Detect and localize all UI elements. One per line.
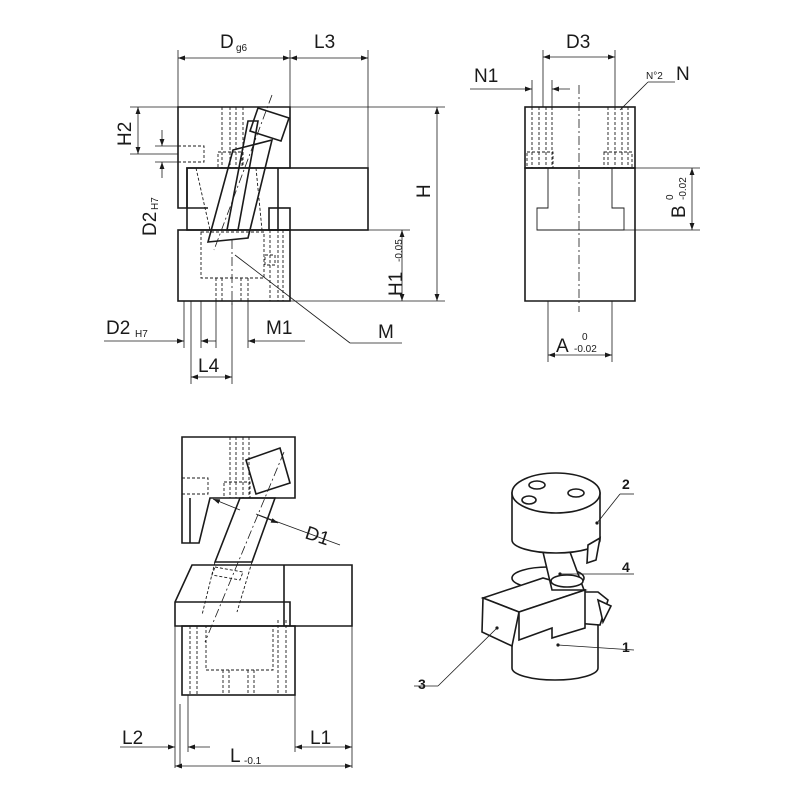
callout-3: 3 [418, 676, 426, 692]
pin-open [213, 497, 277, 563]
label-d1: D1 [302, 523, 332, 550]
front-view-dimensions [104, 50, 445, 384]
label-l-tol: -0.1 [244, 756, 262, 767]
label-d2-left-sub: H7 [150, 197, 161, 210]
key-slot [268, 207, 291, 231]
side-body [524, 167, 636, 302]
label-a-tol-lower: -0.02 [574, 344, 597, 355]
label-d: D [220, 32, 234, 53]
open-view [174, 436, 353, 696]
label-l: L [230, 746, 241, 767]
label-d2-left: D2 [140, 212, 161, 236]
label-l3: L3 [314, 32, 335, 53]
slide-block-open [174, 564, 353, 627]
label-d2-bottom-sub: H7 [135, 329, 148, 340]
label-l4: L4 [198, 356, 220, 377]
label-m1: M1 [266, 318, 292, 339]
label-n: N [676, 64, 690, 85]
callout-4: 4 [622, 559, 630, 575]
dimension-labels: D g6 L3 H2 D2 H7 H H1 -0.05 D2 H7 M1 M L… [106, 32, 690, 767]
label-l1: L1 [310, 728, 331, 749]
label-d2-bottom: D2 [106, 318, 130, 339]
open-view-dimensions [120, 498, 353, 769]
isometric-view [414, 472, 635, 687]
label-a-tol-upper: 0 [582, 332, 588, 343]
base-block [177, 229, 291, 302]
label-h2: H2 [115, 122, 136, 146]
label-h: H [414, 184, 435, 198]
label-d-sub: g6 [236, 43, 248, 54]
top-block-open [181, 436, 296, 544]
label-h1: H1 [386, 272, 407, 296]
inclined-pin [226, 120, 259, 231]
label-l2: L2 [122, 728, 143, 749]
label-n-prefix: N°2 [646, 71, 663, 82]
side-view-dimensions [470, 50, 700, 362]
front-view [177, 94, 369, 308]
callout-1: 1 [622, 639, 630, 655]
label-n1: N1 [474, 66, 498, 87]
label-b-tol-upper: 0 [665, 194, 676, 200]
side-view [524, 85, 636, 312]
part-callouts: 2 4 1 3 [418, 476, 630, 692]
callout-2: 2 [622, 476, 630, 492]
label-h1-tol: -0.05 [394, 239, 405, 262]
label-m: M [378, 322, 394, 343]
label-d3: D3 [566, 32, 590, 53]
label-a: A [556, 336, 569, 357]
label-b: B [669, 205, 690, 218]
label-b-tol-lower: -0.02 [678, 177, 689, 200]
